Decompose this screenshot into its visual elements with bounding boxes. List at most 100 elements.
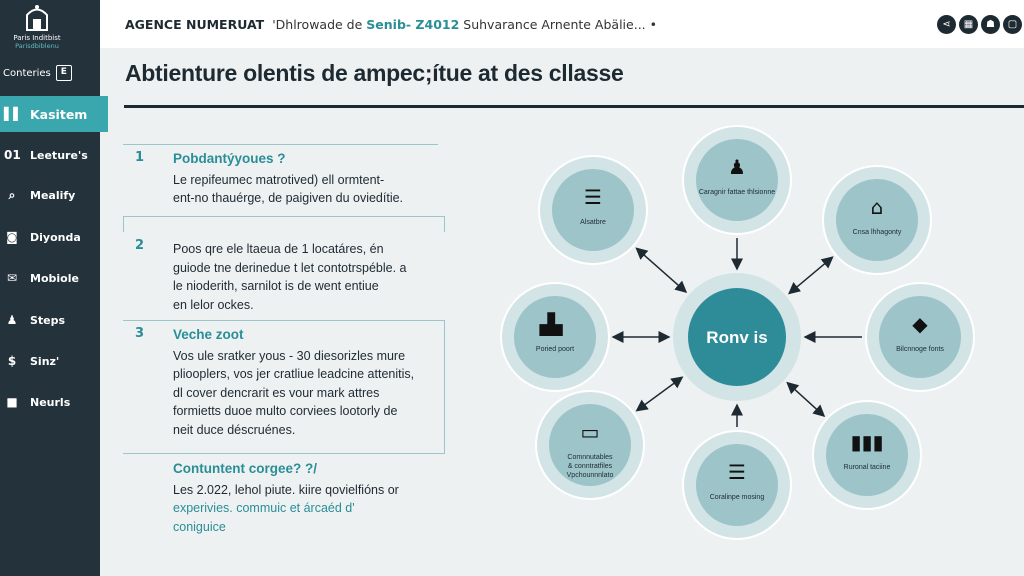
section-text: formietts duoe multo corviees lootorly d…	[173, 404, 398, 418]
step-number: 1	[135, 150, 145, 165]
sidebar-item-sinz[interactable]: $ Sinz'	[0, 350, 100, 372]
sidebar-item-neurls[interactable]: ■Neurls	[0, 391, 100, 413]
sidebar-item-diyonda[interactable]: ◙ Diyonda	[0, 226, 100, 248]
book-icon: E	[55, 65, 72, 81]
section-title: Veche zoot	[173, 327, 244, 342]
logo-line2: Parisdbiblenu	[15, 42, 59, 50]
share-icon[interactable]: ⋖	[937, 15, 956, 34]
divider	[124, 105, 1024, 108]
logo[interactable]: Paris Inditbist Parisdbiblenu	[0, 4, 74, 50]
section-text: Vos ule sratker yous - 30 diesorizles mu…	[173, 348, 406, 363]
section-text: le nioderith, sarnilot is de went entiue	[173, 279, 379, 293]
node-circle	[879, 296, 961, 378]
person-icon: ♟	[6, 313, 18, 327]
calendar-icon[interactable]: ▦	[959, 15, 978, 34]
node-circle	[826, 414, 908, 496]
node-circle	[549, 404, 631, 486]
users-icon[interactable]: ☗	[981, 15, 1000, 34]
sidebar-item-label: Sinz'	[30, 354, 60, 368]
section-text: coniguice	[173, 519, 226, 534]
node-chart[interactable]: ▟▖ Poried poort	[500, 282, 610, 392]
center-node[interactable]: Ronv is	[673, 273, 801, 401]
bars-icon: ▌▌	[4, 107, 23, 121]
building-icon	[26, 5, 48, 31]
section-text: experivies. commuic et árcaéd d'	[173, 501, 355, 515]
connector-arrow	[635, 376, 684, 412]
dollar-icon: $	[7, 354, 17, 368]
database-icon: ☰	[584, 185, 602, 209]
node-tag[interactable]: ◆Bilcnnoge fonts	[865, 282, 975, 392]
divider	[123, 144, 438, 145]
sub-part: 'Dhlrowade de	[272, 16, 367, 32]
sidebar-item-label: Mealify	[30, 188, 76, 202]
document-icon: ⌂	[871, 195, 884, 219]
divider	[123, 216, 445, 232]
node-circle	[514, 296, 596, 378]
database-icon: ☰	[728, 460, 746, 484]
section-text: ent-no thauérge, de paigiven du oviedíti…	[173, 191, 404, 205]
section-title: Contuntent corgee? ?/	[173, 461, 317, 476]
sidebar-item-kasitem[interactable]: ▌▌ Kasitem	[0, 96, 108, 132]
sidebar-item-label: Diyonda	[30, 230, 81, 244]
node-label: Ruronal taciine	[844, 464, 891, 471]
node-label: Caragnir fattae thlsionne	[699, 189, 775, 196]
header-icons: ⋖ ▦ ☗ ▢	[937, 15, 1022, 34]
bars-icon: ▮▮▮	[850, 430, 883, 454]
node-circle	[696, 139, 778, 221]
section-text: pliooplers, vos jer cratliue leadcine at…	[173, 367, 415, 381]
mail-icon: ✉	[6, 271, 18, 285]
node-document[interactable]: ⌂ Cnsa lhhagonty	[822, 165, 932, 275]
sidebar-item-label: Kasitem	[30, 106, 88, 122]
header-subtitle: 'Dhlrowade de Senib- Z4012 Suhvarance Ar…	[272, 17, 657, 32]
logo-line1: Paris Inditbist	[13, 34, 61, 42]
person-icon: ♟	[728, 155, 746, 179]
step-number: 3	[135, 326, 145, 341]
brand-name: AGENCE NUMERUAT	[125, 16, 265, 32]
connector-arrow	[786, 381, 826, 418]
section-text: en lelor ockes.	[173, 297, 254, 312]
card-icon: ▭	[581, 420, 600, 444]
node-label-line: Comnnutables	[567, 454, 613, 461]
center-label: Ronv is	[706, 328, 767, 347]
mug-icon[interactable]: ▢	[1003, 15, 1022, 34]
connector-arrow	[788, 256, 834, 295]
sub-highlight: Senib- Z4012	[366, 16, 460, 32]
node-database[interactable]: ☰ Alsatbre	[538, 155, 648, 265]
hub-diagram: Ronv is ♟ Caragnir fattae thlsionne ⌂ Cnsa l…	[500, 125, 975, 540]
section-text: Les 2.022, lehol piute. kiire qovielfión…	[173, 482, 399, 497]
section-text: neit duce déscruénes.	[173, 422, 296, 437]
section-4: Contuntent corgee? ?/ Les 2.022, lehol pi…	[173, 460, 399, 536]
chart-icon: ▟▖	[540, 312, 571, 336]
sidebar-item-mobiole[interactable]: ✉Mobiole	[0, 267, 100, 289]
node-label: Alsatbre	[580, 219, 606, 226]
sidebar-item-steps[interactable]: ♟ Steps	[0, 309, 100, 331]
page-title: Abtienture olentis de ampec;ítue at des …	[125, 60, 624, 86]
sidebar-item-label: Steps	[30, 313, 66, 327]
connector-arrow	[635, 247, 688, 294]
node-bars[interactable]: ▮▮▮ Ruronal taciine	[812, 400, 922, 510]
briefcase-icon: ■	[6, 395, 18, 409]
node-database[interactable]: ☰Coralinpe mosing	[682, 430, 792, 540]
section-3-frame	[123, 320, 445, 454]
sub-part: Suhvarance Arnente Abälie... •	[459, 16, 657, 32]
node-person[interactable]: ♟ Caragnir fattae thlsionne	[682, 125, 792, 235]
chat-icon: ◙	[6, 230, 18, 244]
section-text: Poos qre ele ltaeua de 1 locatáres, én	[173, 242, 384, 256]
sidebar-item-label: Leeture's	[30, 148, 88, 162]
section-text: Le repifeumec matrotived) ell ormtent-	[173, 172, 385, 187]
center-circle	[688, 288, 786, 386]
header: AGENCE NUMERUAT 'Dhlrowade de Senib- Z40…	[100, 0, 1024, 48]
node-circle	[836, 179, 918, 261]
node-label-line: & conntratfiles	[568, 463, 613, 470]
sidebar-item-mealify[interactable]: ⌕ Mealify	[0, 184, 100, 206]
contents-link[interactable]: Conteries E	[3, 65, 72, 81]
sidebar: Paris Inditbist Parisdbiblenu Conteries …	[0, 0, 108, 576]
node-label: Poried poort	[536, 346, 574, 353]
node-label: Cnsa lhhagonty	[853, 229, 902, 236]
search-icon: ⌕	[8, 188, 16, 202]
